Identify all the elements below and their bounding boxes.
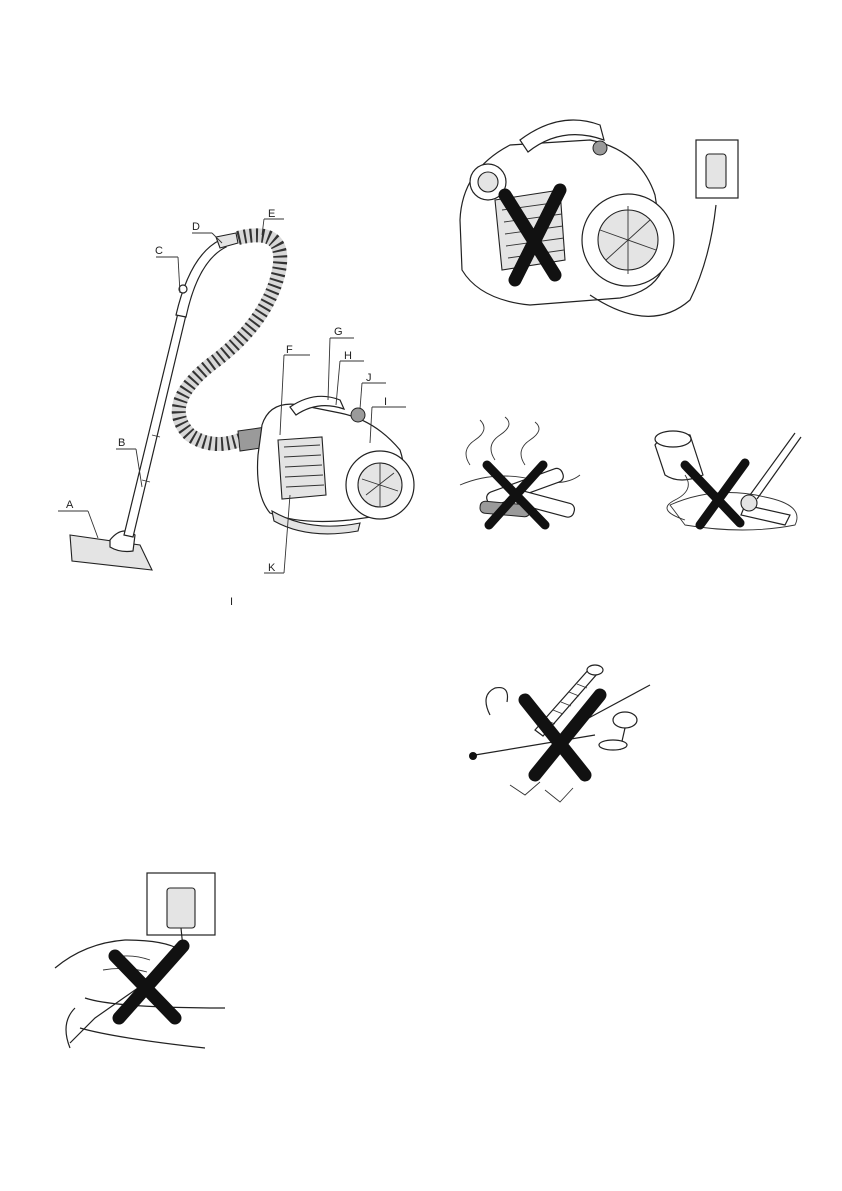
no-touch-plugged-in-icon bbox=[450, 110, 750, 345]
warning-wet-hands bbox=[55, 868, 225, 1048]
label-g: G bbox=[334, 326, 343, 338]
label-k: K bbox=[268, 562, 276, 574]
label-j: J bbox=[366, 372, 372, 384]
label-h: H bbox=[344, 350, 352, 362]
label-b: B bbox=[118, 437, 125, 449]
figure-caption: I bbox=[230, 596, 233, 608]
no-smoke-cigarettes-icon bbox=[455, 425, 585, 540]
label-e: E bbox=[268, 208, 275, 220]
label-f: F bbox=[286, 344, 293, 356]
no-liquids-icon bbox=[645, 425, 805, 540]
label-d: D bbox=[192, 221, 200, 233]
warning-plugged-in bbox=[450, 110, 750, 345]
label-i: I bbox=[384, 396, 387, 408]
warning-liquids bbox=[645, 425, 805, 540]
warning-sharp-objects bbox=[465, 650, 660, 820]
vacuum-parts-diagram: A B C D E F G H I J K I bbox=[40, 195, 430, 615]
label-a: A bbox=[66, 499, 74, 511]
no-wet-hands-plug-icon bbox=[55, 868, 225, 1048]
label-c: C bbox=[155, 245, 163, 257]
no-sharp-objects-icon bbox=[465, 650, 660, 820]
warning-smoke bbox=[455, 425, 585, 540]
